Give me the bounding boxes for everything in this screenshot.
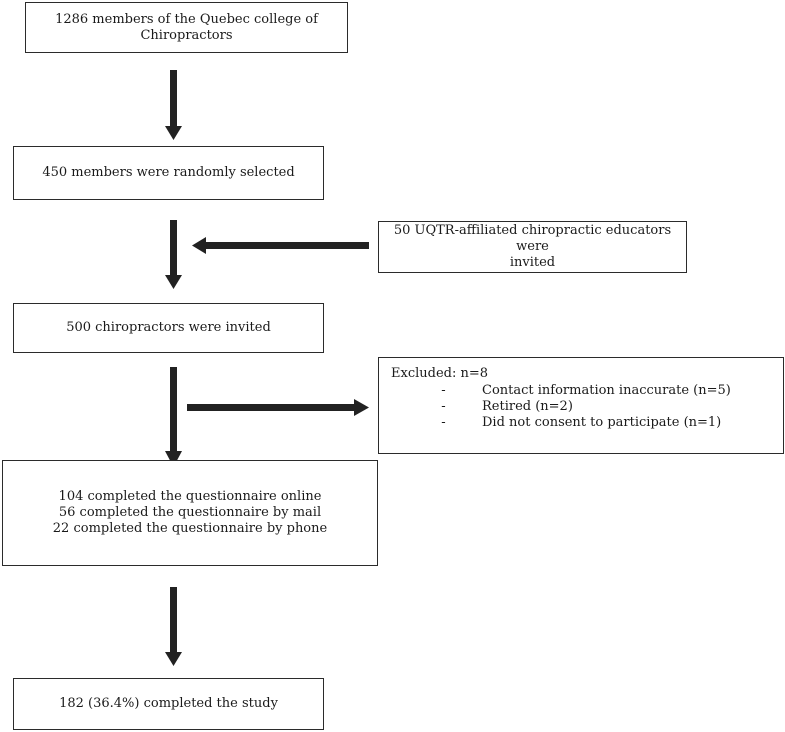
excluded-item: - Contact information inaccurate (n=5)	[391, 383, 771, 399]
box-text-line: 182 (36.4%) completed the study	[59, 696, 278, 711]
bullet-dash: -	[441, 383, 446, 398]
box-randomly-selected: 450 members were randomly selected	[13, 146, 324, 200]
box-text-line: 22 completed the questionnaire by phone	[52, 521, 328, 536]
excluded-item: - Did not consent to participate (n=1)	[391, 415, 771, 431]
box-text-line: 50 UQTR-affiliated chiropractic educator…	[393, 223, 672, 254]
box-completed-modes: 104 completed the questionnaire online 5…	[2, 460, 378, 566]
bullet-dash: -	[441, 399, 446, 414]
excluded-item-text: Contact information inaccurate (n=5)	[482, 383, 731, 398]
box-text-line: Chiropractors	[140, 27, 233, 43]
box-text-line: 450 members were randomly selected	[42, 165, 295, 180]
box-text-line: 1286 members of the Quebec college of	[55, 11, 318, 27]
arrow-right-excluded	[187, 399, 369, 416]
box-excluded: Excluded: n=8 - Contact information inac…	[378, 357, 784, 454]
box-quebec-members: 1286 members of the Quebec college of Ch…	[25, 2, 348, 53]
arrow-left-educators	[192, 237, 369, 254]
excluded-item: - Retired (n=2)	[391, 399, 771, 415]
bullet-dash: -	[441, 415, 446, 430]
arrow-down-4	[165, 587, 182, 666]
arrow-down-3	[165, 367, 182, 467]
box-chiropractors-invited: 500 chiropractors were invited	[13, 303, 324, 353]
box-text-line: invited	[509, 255, 556, 270]
excluded-item-text: Retired (n=2)	[482, 399, 573, 414]
box-text-line: 104 completed the questionnaire online	[58, 489, 322, 504]
arrow-down-1	[165, 70, 182, 140]
excluded-item-text: Did not consent to participate (n=1)	[482, 415, 722, 430]
arrow-down-2	[165, 220, 182, 289]
box-uqtr-educators: 50 UQTR-affiliated chiropractic educator…	[378, 221, 687, 273]
box-text-line: 500 chiropractors were invited	[66, 320, 271, 335]
box-text-line: 56 completed the questionnaire by mail	[58, 505, 322, 520]
box-completed-study: 182 (36.4%) completed the study	[13, 678, 324, 730]
excluded-title: Excluded: n=8	[391, 366, 489, 381]
